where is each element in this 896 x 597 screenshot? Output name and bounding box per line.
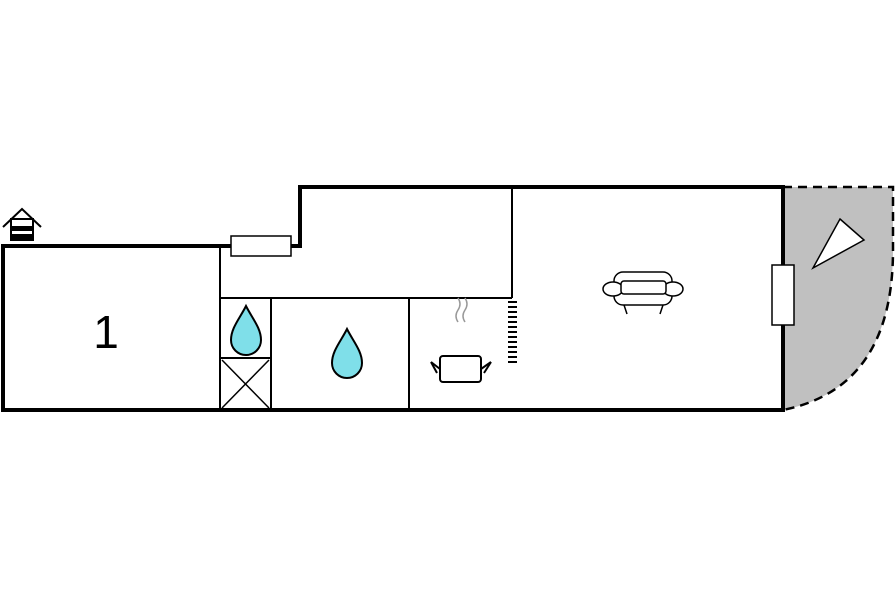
water-drop-icon xyxy=(229,303,263,356)
water-drop-icon xyxy=(330,326,364,379)
sun-wedge-icon xyxy=(811,217,866,270)
cooking-pot-icon xyxy=(430,297,492,383)
window-right xyxy=(771,264,795,326)
outer-wall xyxy=(1,185,785,412)
house-entrance-icon xyxy=(2,207,42,241)
room-1-label: 1 xyxy=(93,306,119,358)
terrace-area xyxy=(783,187,893,410)
storage-cross-icon xyxy=(221,359,270,409)
terrace-dashed-edge xyxy=(782,185,895,412)
sofa-icon xyxy=(602,271,684,315)
window-top xyxy=(230,235,292,257)
stairs-hatch xyxy=(508,301,517,363)
interior-walls xyxy=(219,187,513,410)
